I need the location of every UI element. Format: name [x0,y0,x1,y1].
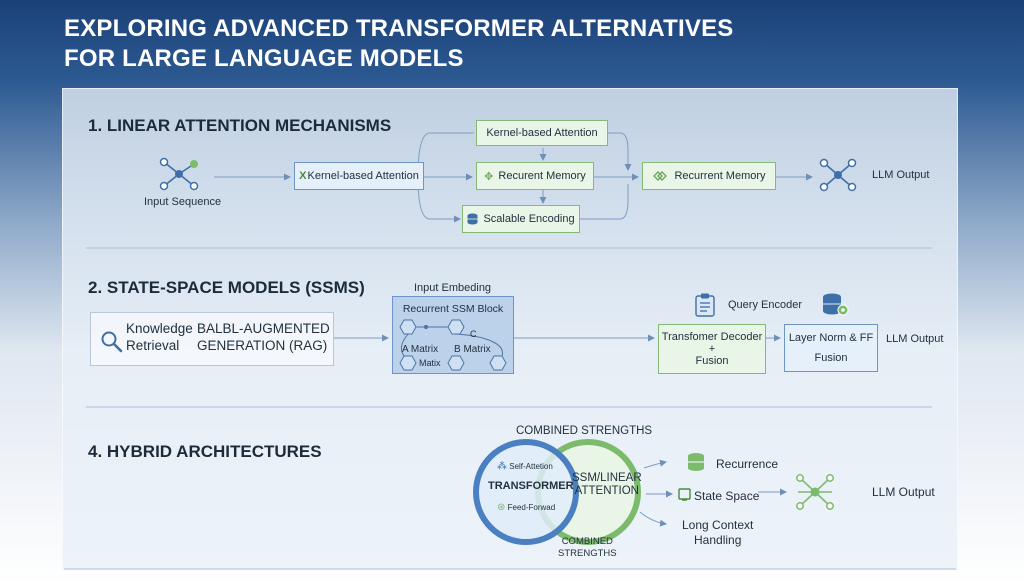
feed-forward-icon: ⊛ [497,502,506,513]
recurrent-memory-out-label: Recurrent Memory [674,170,766,182]
layernorm-box: Layer Norm & FF Fusion [784,324,878,372]
long-context-line-1: Long Context [682,518,754,532]
title-line-1: EXPLORING ADVANCED TRANSFORMER ALTERNATI… [64,15,734,42]
combined-bottom-line-2: STRENGTHS [558,548,617,559]
database-gear-icon [823,293,849,316]
decoder-line-3: Fusion [695,355,729,367]
rag-line1-a: Knowledge [126,321,193,336]
rag-box [90,312,334,366]
clipboard-icon [695,293,715,317]
state-space-icon [678,488,691,501]
hybrid-output-network-icon [796,474,834,510]
ssm-diagram [399,319,507,371]
ssm-c-label: C [470,329,477,339]
rag-line2-b: GENERATION (RAG) [197,338,328,353]
section1-heading: 1. LINEAR ATTENTION MECHANISMS [88,116,392,135]
state-space-label: State Space [694,489,760,503]
page-title: EXPLORING ADVANCED TRANSFORMER ALTERNATI… [64,14,734,74]
scalable-encoding-label: Scalable Encoding [483,213,575,225]
ssm-a-matrix: A Matrix [402,344,439,355]
decoder-fusion-box: Transfomer Decoder + Fusion [658,324,766,374]
scalable-encoding-box: Scalable Encoding [462,205,580,233]
long-context-line-2: Handling [694,533,742,547]
section4-output-label: LLM Output [872,485,935,499]
decoder-line-2: + [708,343,716,355]
input-embedding-label: Input Embeding [414,282,492,294]
section1-output-label: LLM Output [872,169,930,181]
search-icon [101,331,123,353]
layernorm-line-2: Fusion [814,352,848,364]
recurrent-memory-box: ✥ Recurent Memory [476,162,594,190]
section2-heading: 2. STATE-SPACE MODELS (SSMS) [88,278,365,297]
query-encoder-label: Query Encoder [728,299,802,311]
kernel-attention-top-label: Kernel-based Attention [486,127,598,139]
feed-forward-label: Feed-Forwad [507,503,556,512]
venn-diagram [473,439,641,545]
rag-line2-a: Retrieval [126,338,180,353]
combined-strengths-top: COMBINED STRENGTHS [516,425,653,437]
kernel-prefix-icon: X [299,170,307,182]
self-attention-label: Self-Attetion [509,462,553,471]
layernorm-line-1: Layer Norm & FF [788,332,874,344]
kernel-attention-label: Kernel-based Attention [307,170,419,182]
feed-forward-row: ⊛ Feed-Forwad [497,502,555,513]
ssm-linear-line-1: SSM/LINEAR [572,472,642,484]
combined-strengths-bottom: COMBINED STRENGTHS [558,536,617,560]
network-icon [159,157,199,191]
recurrence-label: Recurrence [716,457,779,471]
ssm-linear-label: SSM/LINEAR ATTENTION [572,472,642,498]
kernel-attention-box: X Kernel-based Attention [294,162,424,190]
attention-icon: ⁂ [497,461,507,472]
database-icon [467,213,478,225]
chain-icon [653,171,668,181]
input-sequence-label: Input Sequence [144,196,222,208]
rag-line1-b: BALBL-AUGMENTED [197,321,330,336]
ssm-b-matrix: B Matrix [454,344,491,355]
section2-output-label: LLM Output [886,333,944,345]
title-line-2: FOR LARGE LANGUAGE MODELS [64,45,464,72]
kernel-attention-top-box: Kernel-based Attention [476,120,608,146]
recurrent-memory-out-box: Recurrent Memory [642,162,776,190]
database-icon [688,453,704,471]
long-context-label: Long Context Handling [682,518,753,548]
self-attention-row: ⁂ Self-Attetion [497,461,553,472]
recurrent-memory-label: Recurent Memory [498,170,586,182]
ssm-block-title: Recurrent SSM Block [402,303,504,315]
section4-heading: 4. HYBRID ARCHITECTURES [88,442,322,461]
decoder-line-1: Transfomer Decoder [661,331,763,343]
output-network-icon [819,158,857,192]
transformer-label: TRANSFORMER [488,480,574,492]
combined-bottom-line-1: COMBINED [561,536,613,547]
ssm-matrix: Matix [419,358,441,368]
ssm-linear-line-2: ATTENTION [574,485,639,497]
dots-icon: ✥ [484,170,494,183]
